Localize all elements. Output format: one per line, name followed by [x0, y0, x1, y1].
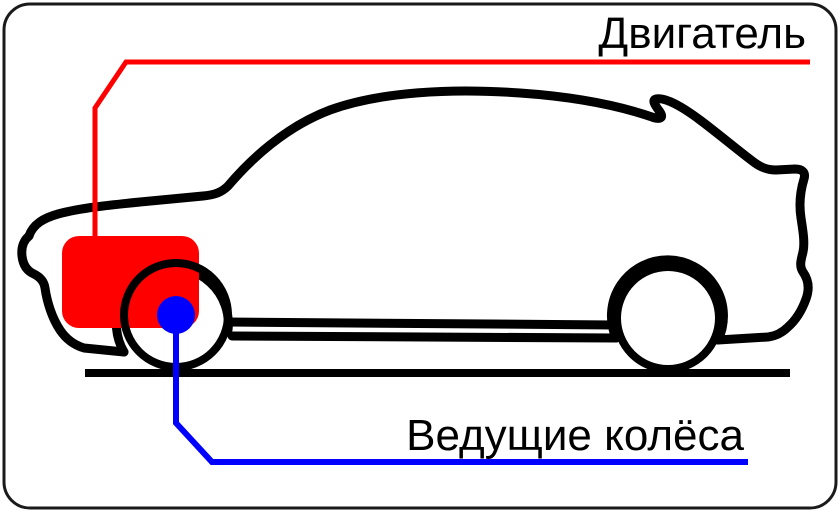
- engine-callout-line: [92, 59, 810, 250]
- drive-wheels-label: Ведущие колёса: [406, 411, 744, 460]
- drive-wheels-callout-line: [173, 318, 748, 465]
- rocker-panel-bottom: [227, 331, 621, 343]
- engine-label: Двигатель: [598, 9, 806, 58]
- rear-wheel-arch: [606, 255, 728, 345]
- front-wheel-hub: [157, 296, 195, 334]
- rocker-panel-top: [223, 317, 619, 330]
- car-upper-silhouette: [24, 86, 813, 345]
- car-front-bumper: [17, 231, 129, 357]
